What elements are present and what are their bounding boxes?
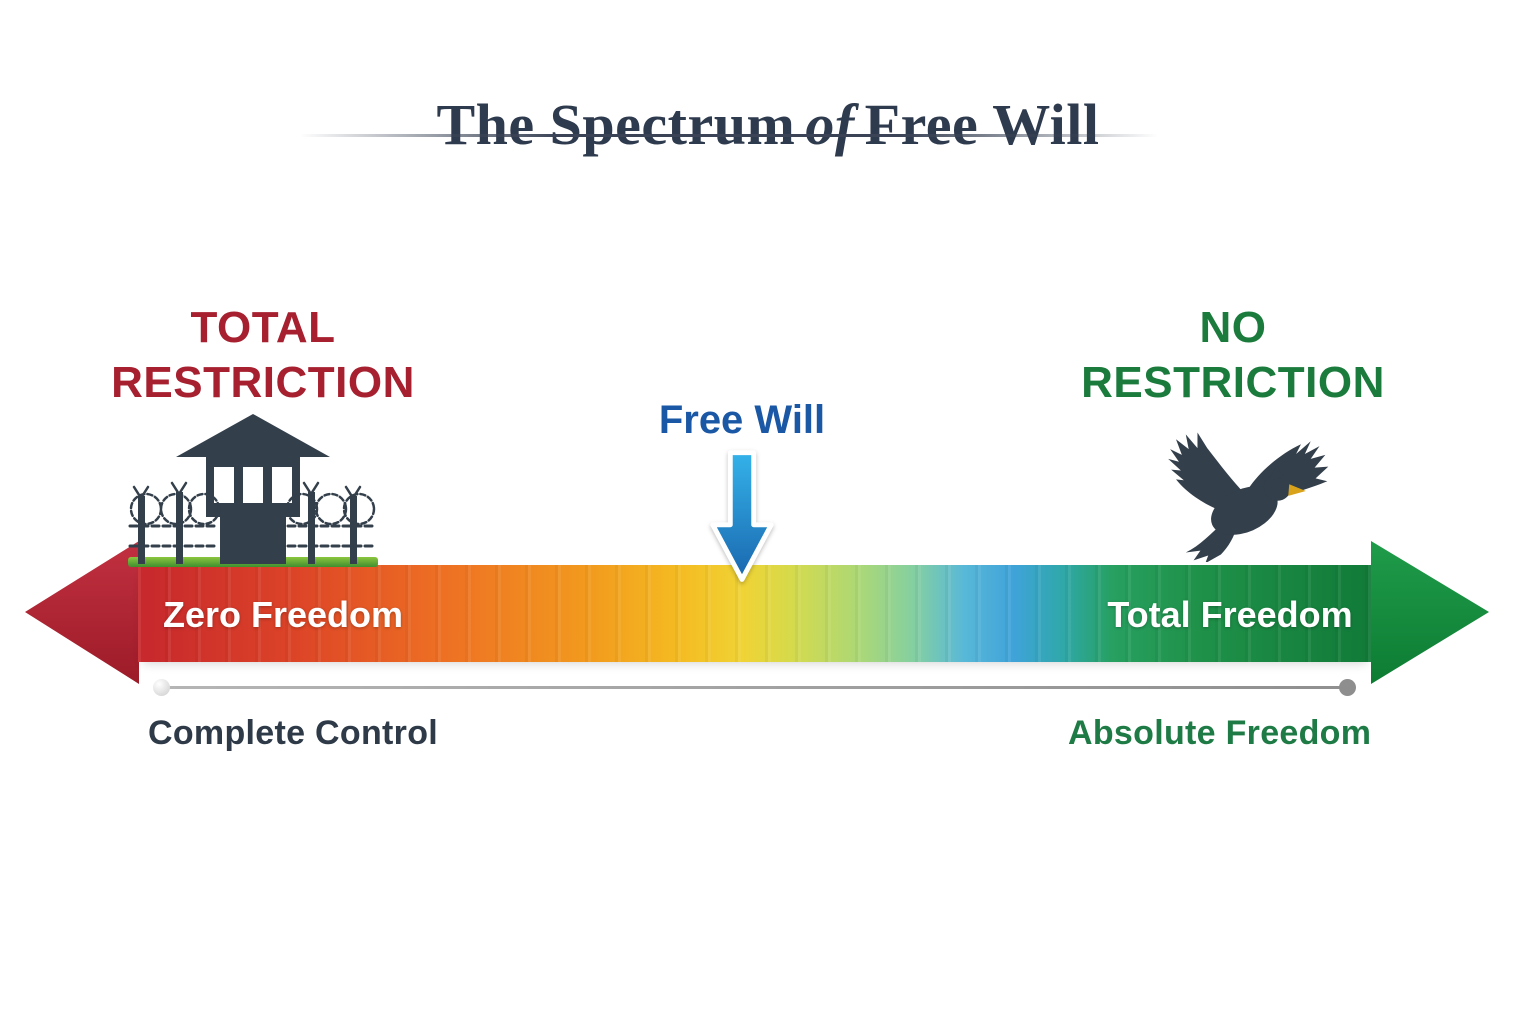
zero-freedom-label: Zero Freedom (162, 594, 404, 635)
complete-control-label: Complete Control (148, 714, 439, 752)
flying-dove-icon (1168, 432, 1329, 562)
free-will-label: Free Will (658, 398, 826, 442)
down-arrow-icon (710, 450, 774, 582)
right-arrowhead-icon (1371, 541, 1489, 684)
total-restriction-heading: TOTAL RESTRICTION (111, 303, 415, 408)
title-divider (300, 134, 1158, 137)
total-freedom-label: Total Freedom (1107, 594, 1353, 635)
timeline-start-dot (153, 679, 170, 696)
title-part-1: The Spectrum (436, 91, 796, 157)
timeline-end-dot (1339, 679, 1356, 696)
prison-watchtower-icon (128, 414, 378, 564)
dove-beak (1288, 484, 1306, 496)
no-restriction-heading: NO RESTRICTION (1081, 303, 1385, 408)
title-of: of (805, 91, 855, 157)
title-part-2: Free Will (864, 91, 1100, 157)
left-arrowhead-icon (25, 541, 139, 684)
spectrum-bar (138, 565, 1372, 662)
absolute-freedom-label: Absolute Freedom (1068, 714, 1372, 752)
timeline-line (165, 686, 1347, 689)
